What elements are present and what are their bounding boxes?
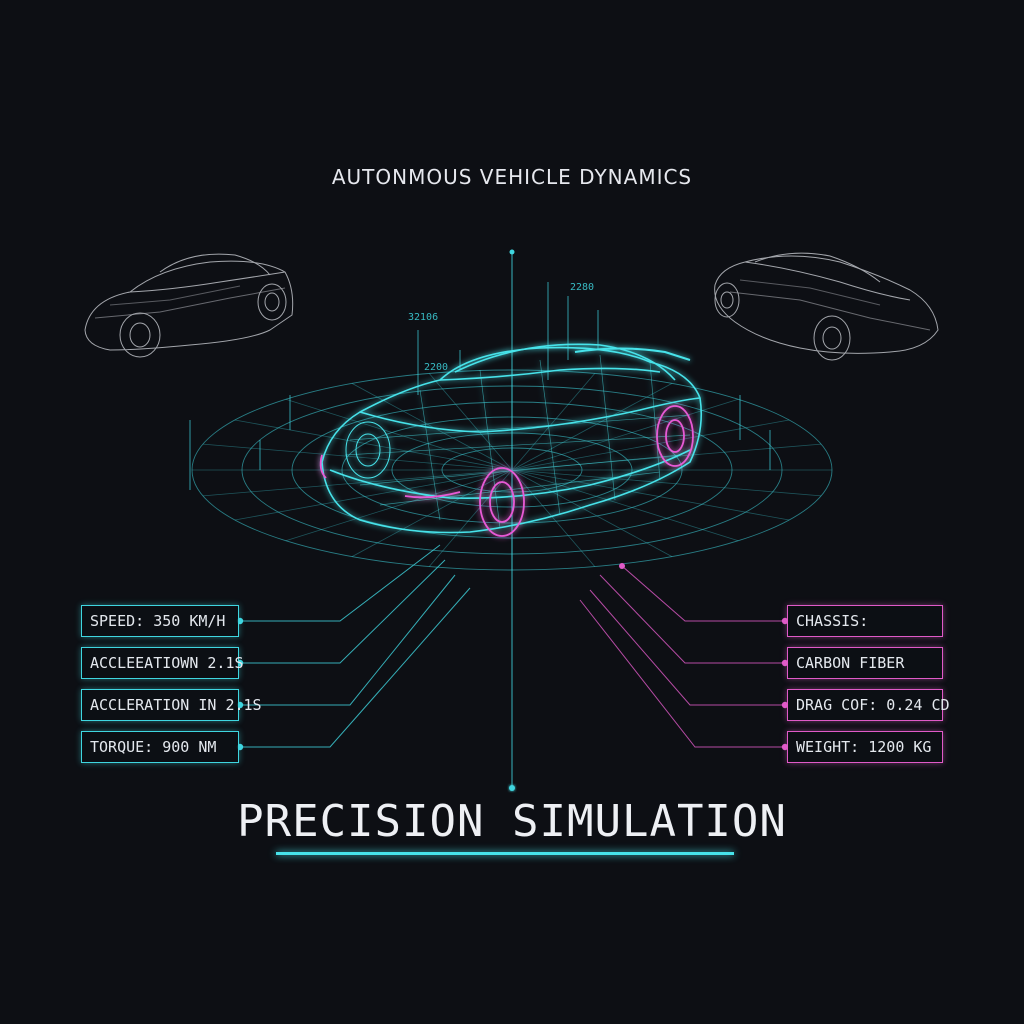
connector-lines-right [579,565,785,748]
wireframe-car-right [714,252,939,361]
header-title: AUTONMOUS VEHICLE DYNAMICS [331,165,693,189]
wireframe-car-left [84,253,294,358]
radar-radial-lines [192,370,832,570]
spec-torque: TORQUE: 900 NM [81,731,239,763]
readout-label-3: 2200 [424,362,448,373]
spec-material: CARBON FIBER [787,647,943,679]
spec-weight: WEIGHT: 1200 KG [787,731,943,763]
spec-speed: SPEED: 350 KM/H [81,605,239,637]
spec-chassis: CHASSIS: [787,605,943,637]
readout-label-1: 32106 [408,312,438,323]
radar-grid [191,369,833,571]
connector-dots-right [619,563,789,751]
center-axis-node-bottom [509,785,515,791]
hologram-car-main [319,343,703,537]
connector-lines-left [239,544,471,748]
title-underline [276,852,734,855]
data-ticks [189,282,771,490]
main-title: PRECISION SIMULATION [237,796,787,847]
spec-drag: DRAG COF: 0.24 CD [787,689,950,721]
spec-acceleration-2: ACCLERATION IN 2.1S [81,689,262,721]
center-axis-node-top [509,249,515,255]
spec-acceleration-1: ACCLEEATIOWN 2.1S [81,647,244,679]
readout-label-2: 2280 [570,282,594,293]
